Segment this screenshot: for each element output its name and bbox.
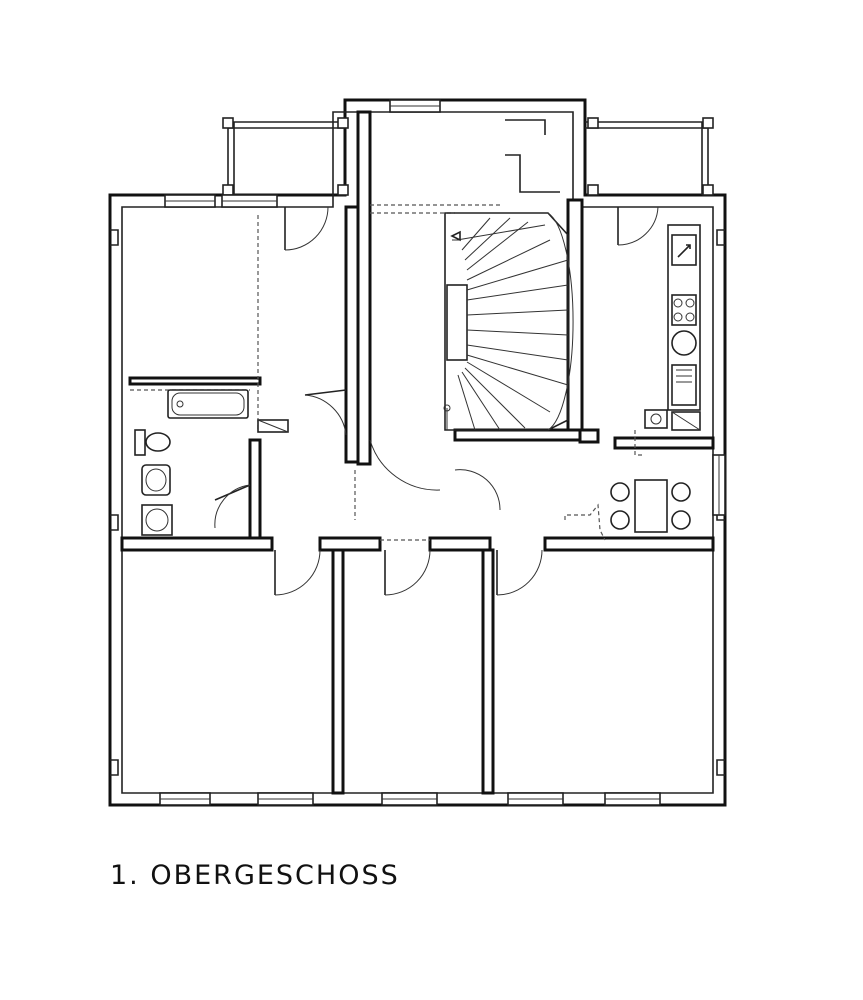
interior-walls — [120, 110, 715, 795]
balcony-right — [585, 117, 714, 196]
kitchen-fixtures — [610, 224, 701, 533]
windows — [159, 99, 726, 806]
floor-title: 1. OBERGESCHOSS — [110, 860, 400, 891]
balcony-left — [222, 117, 349, 196]
staircase — [443, 212, 574, 431]
doors — [214, 119, 659, 596]
bathroom-fixtures — [134, 389, 289, 536]
